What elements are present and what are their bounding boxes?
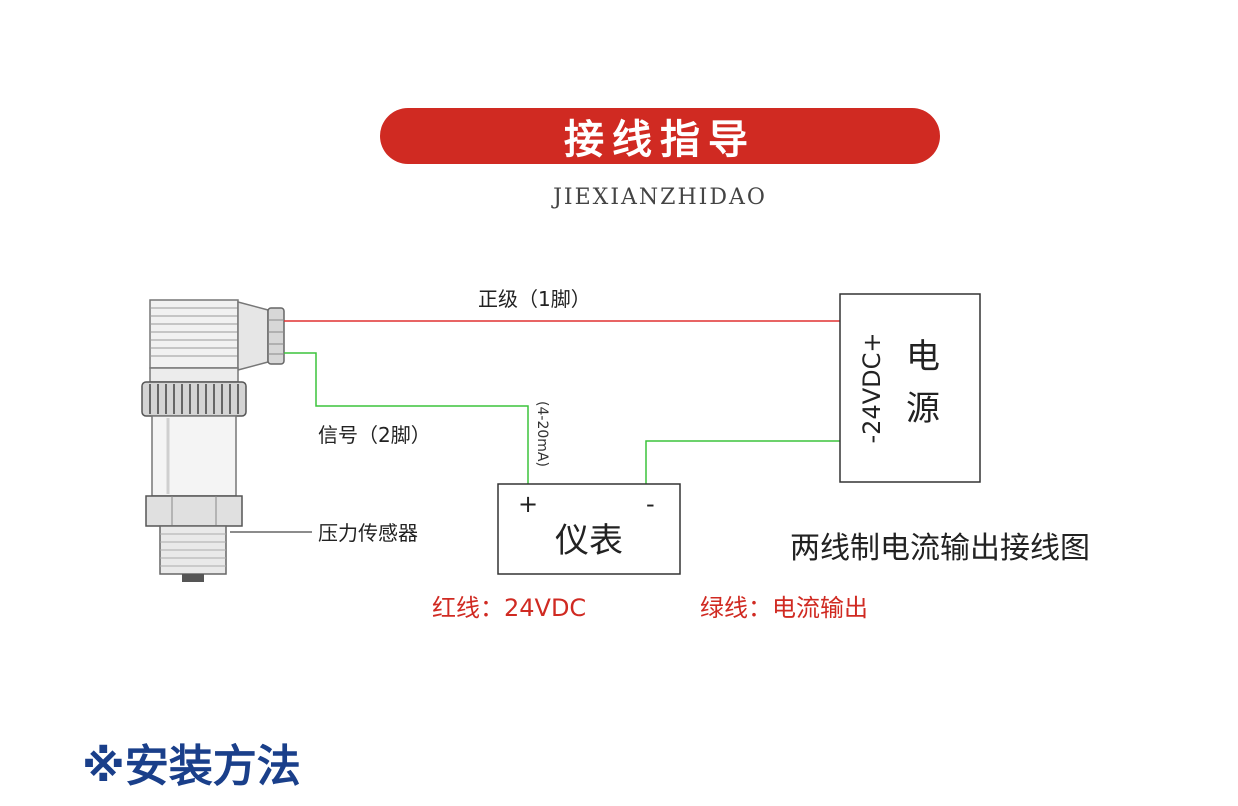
meter-box	[497, 483, 681, 575]
banner-subtitle: JIEXIANZHIDAO	[553, 185, 767, 210]
signal-wire-label: 信号（2脚）	[318, 423, 431, 447]
meter-plus-terminal: +	[518, 490, 538, 518]
pressure-sensor-icon	[141, 299, 285, 582]
green-wire-signal	[284, 352, 529, 484]
current-range-label: (4-20mA)	[534, 401, 550, 467]
legend-red-wire: 红线：24VDC	[432, 594, 586, 622]
section-title-install: ※安装方法	[82, 741, 301, 792]
meter-minus-terminal: -	[646, 490, 655, 518]
title-banner: 接线指导	[380, 108, 940, 164]
legend-green-wire: 绿线：电流输出	[700, 594, 868, 622]
meter-name: 仪表	[555, 521, 623, 561]
positive-wire-label: 正级（1脚）	[478, 287, 591, 311]
banner-title: 接线指导	[564, 117, 756, 163]
diagram-caption: 两线制电流输出接线图	[790, 531, 1090, 566]
power-voltage-label: -24VDC+	[858, 333, 886, 444]
power-supply-box	[839, 293, 981, 483]
sensor-label: 压力传感器	[318, 521, 418, 545]
power-supply-name-1: 电	[906, 337, 940, 377]
power-supply-name-2: 源	[906, 389, 940, 429]
green-wire-return	[645, 440, 840, 484]
